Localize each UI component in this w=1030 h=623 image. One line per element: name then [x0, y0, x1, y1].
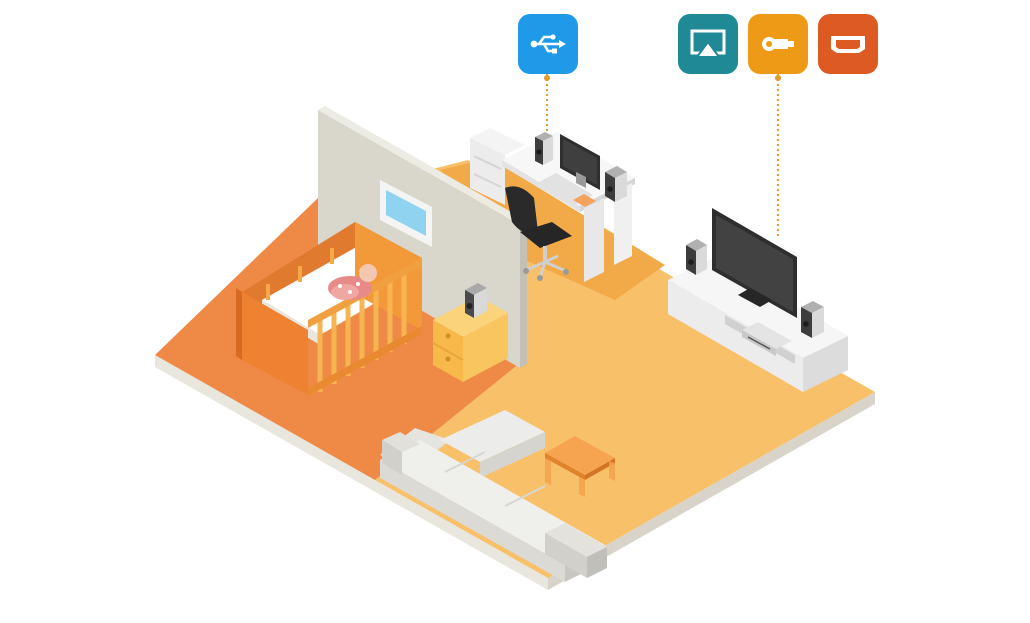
- dongle-symbol: [762, 37, 794, 51]
- baby: [328, 264, 377, 300]
- tv-speaker-left: [686, 239, 707, 275]
- desk-speaker-right: [605, 166, 627, 202]
- desk-speaker-left: [535, 132, 553, 165]
- sofa: [380, 410, 607, 582]
- airplay-symbol: [690, 29, 726, 58]
- connector-lines: [546, 74, 779, 236]
- usb-icon[interactable]: [518, 14, 578, 74]
- hdmi-dongle-icon[interactable]: [748, 14, 808, 74]
- office-chair: [505, 186, 572, 281]
- monitor: [560, 134, 600, 190]
- crib: [236, 222, 422, 396]
- hdmi-symbol: [831, 36, 865, 53]
- wall-window: [380, 180, 432, 247]
- nursery-floor: [155, 198, 520, 480]
- tv: [712, 208, 797, 318]
- coffee-table: [545, 436, 615, 497]
- media-player: [742, 322, 792, 356]
- usb-symbol: [530, 34, 566, 54]
- hdmi-port-icon[interactable]: [818, 14, 878, 74]
- nursery-speaker: [465, 283, 487, 318]
- nightstand: [432, 296, 508, 382]
- tv-speaker-right: [801, 301, 824, 338]
- airplay-icon[interactable]: [678, 14, 738, 74]
